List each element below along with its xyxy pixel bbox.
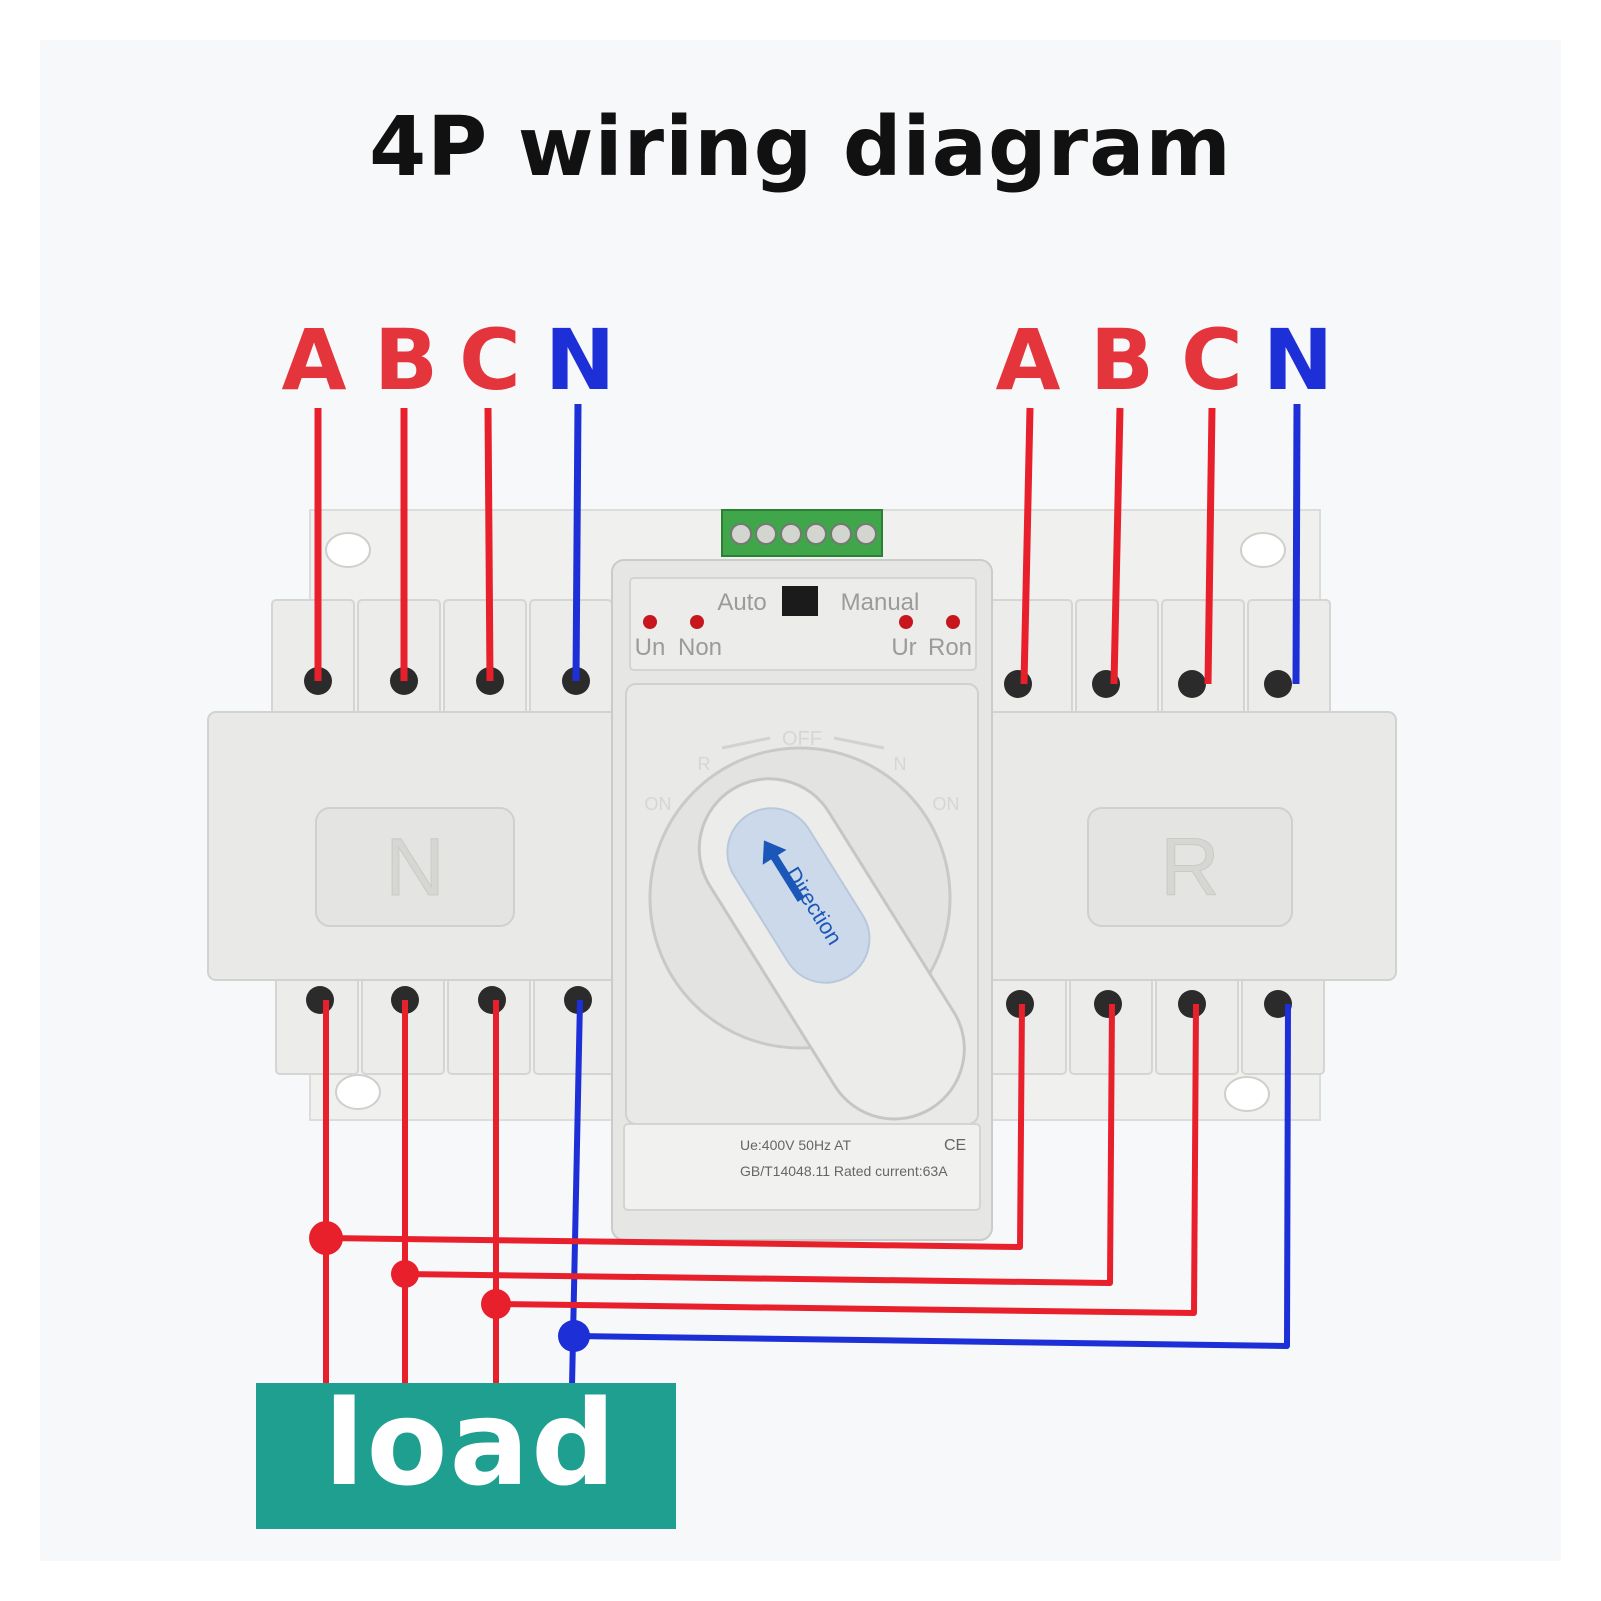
wire-right-a	[1020, 407, 1034, 685]
indicator-un-label: Un	[635, 634, 666, 661]
left-phase-n-label: N	[544, 311, 616, 409]
wire-left-c	[484, 407, 494, 682]
rating-plate	[623, 1123, 981, 1211]
junction-nodes	[309, 1221, 590, 1352]
dial-n-label: N	[894, 754, 907, 774]
junction-n	[558, 1320, 590, 1352]
junction-b	[391, 1260, 419, 1288]
incoming-wires	[314, 403, 1301, 685]
bridge-wire-c	[495, 1003, 1199, 1316]
right-module-plate	[1087, 807, 1293, 927]
mount-hole-top-left	[325, 532, 371, 568]
controller-status-panel	[629, 577, 977, 671]
dial-arrows	[721, 736, 885, 750]
led-non	[690, 615, 704, 629]
rotary-handle[interactable]: Direction	[673, 752, 991, 1145]
junction-a	[309, 1221, 343, 1255]
left-phase-a-label: A	[281, 311, 347, 409]
dial-off-label: OFF	[782, 728, 822, 750]
load-box	[256, 1383, 676, 1529]
direction-arrow-icon	[762, 840, 805, 902]
right-phase-c-label: C	[1181, 311, 1243, 409]
wire-right-n	[1292, 403, 1301, 685]
wire-right-b	[1110, 407, 1124, 685]
ce-mark: CE	[944, 1137, 966, 1154]
mount-hole-top-right	[1240, 532, 1286, 568]
rating-line-1: Ue:400V 50Hz AT	[740, 1137, 851, 1153]
top-terminal-blocks	[271, 599, 1331, 717]
mode-auto-label: Auto	[717, 589, 766, 616]
mount-hole-bottom-left	[335, 1074, 381, 1110]
junction-c	[481, 1289, 511, 1319]
control-terminal-block	[721, 509, 883, 557]
indicator-ron-label: Ron	[928, 634, 972, 661]
led-ur	[899, 615, 913, 629]
dial-on-right-label: ON	[933, 794, 960, 814]
auto-manual-switch[interactable]	[782, 586, 818, 616]
led-un	[643, 615, 657, 629]
bridge-wire-a	[325, 1003, 1025, 1250]
bottom-terminal-screws	[306, 986, 1292, 1018]
left-phase-b-label: B	[373, 311, 439, 409]
rating-line-2: GB/T14048.11 Rated current:63A	[740, 1163, 948, 1179]
diagram-title: 4P wiring diagram	[369, 100, 1232, 195]
dial-on-left-label: ON	[645, 794, 672, 814]
dial-r-label: R	[698, 754, 711, 774]
wire-right-c	[1204, 407, 1216, 685]
right-phase-n-label: N	[1262, 311, 1334, 409]
mount-hole-bottom-right	[1224, 1076, 1270, 1112]
right-phase-a-label: A	[995, 311, 1061, 409]
wire-left-n	[572, 403, 582, 682]
indicator-non-label: Non	[678, 634, 722, 661]
mode-manual-label: Manual	[841, 589, 920, 616]
right-module-letter: R	[1160, 822, 1219, 913]
left-phase-c-label: C	[459, 311, 521, 409]
led-ron	[946, 615, 960, 629]
left-module-letter: N	[385, 822, 444, 913]
load-label: load	[324, 1374, 618, 1512]
left-module-plate	[315, 807, 515, 927]
bridge-wire-b	[404, 1003, 1115, 1286]
right-phase-b-label: B	[1089, 311, 1155, 409]
bridge-wire-n	[573, 1003, 1291, 1349]
indicator-ur-label: Ur	[891, 634, 916, 661]
